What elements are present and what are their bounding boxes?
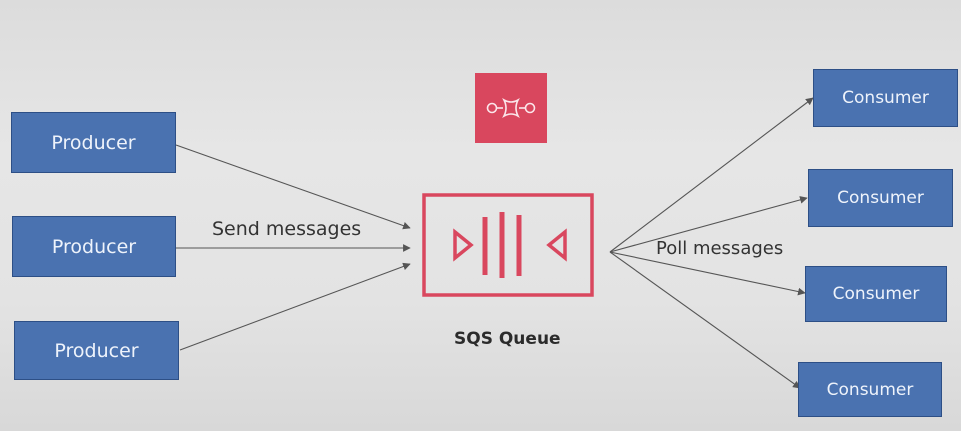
sqs-service-icon [475, 73, 547, 143]
consumer-label: Consumer [837, 188, 924, 208]
queue-icon [422, 193, 594, 297]
consumer-label: Consumer [842, 88, 929, 108]
poll-messages-label: Poll messages [656, 238, 784, 259]
consumer-node: Consumer [808, 169, 953, 227]
consumer-label: Consumer [826, 379, 914, 400]
edge-queue-to-consumer-1 [609, 97, 814, 253]
edge-queue-to-consumer-4 [609, 251, 801, 389]
producer-label: Producer [51, 235, 137, 258]
queue-label: SQS Queue [454, 329, 561, 349]
producer-label: Producer [54, 339, 139, 362]
edge-producer-1-to-queue [175, 144, 411, 230]
consumer-node: Consumer [805, 266, 947, 322]
producer-node: Producer [12, 216, 176, 277]
edge-queue-to-consumer-2 [609, 196, 808, 253]
edge-producer-3-to-queue [179, 262, 411, 351]
edge-queue-to-consumer-3 [609, 251, 806, 296]
producer-label: Producer [51, 131, 136, 154]
consumer-label: Consumer [832, 284, 920, 304]
producer-node: Producer [11, 112, 176, 173]
send-messages-label: Send messages [212, 218, 362, 240]
consumer-node: Consumer [813, 69, 958, 127]
consumer-node: Consumer [798, 362, 942, 417]
producer-node: Producer [14, 321, 179, 380]
